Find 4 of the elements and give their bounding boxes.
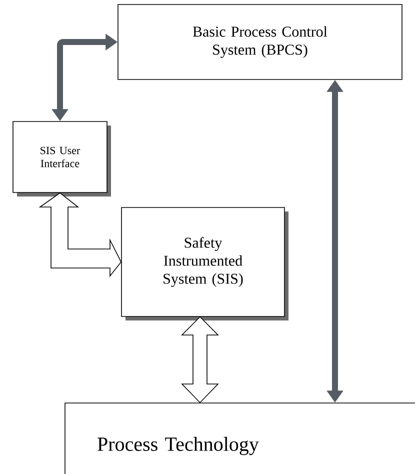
- system-box: Basic Process Control System (BPCS): [118, 4, 402, 80]
- interface-box: SIS User Interface: [12, 121, 111, 196]
- process-box: Process Technology: [64, 402, 415, 474]
- system-box: Safety Instrumented System (SIS): [121, 207, 288, 320]
